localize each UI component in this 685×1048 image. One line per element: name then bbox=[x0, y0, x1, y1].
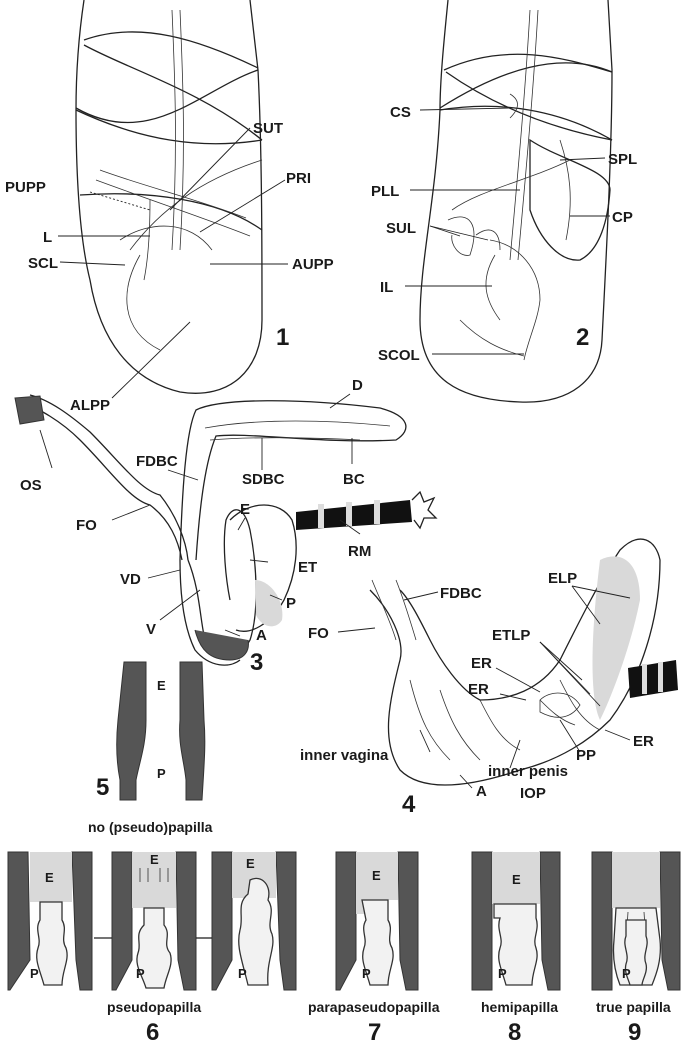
fig1-label-pri: PRI bbox=[286, 170, 311, 187]
fig3-label-e: E bbox=[240, 501, 250, 518]
fig3-label-fo: FO bbox=[76, 517, 97, 534]
fig2-label-sul: SUL bbox=[386, 220, 416, 237]
fig4-label-er2: ER bbox=[468, 681, 489, 698]
fig3-label-v: V bbox=[146, 621, 156, 638]
fig2-label-pll: PLL bbox=[371, 183, 399, 200]
fig9-caption: true papilla bbox=[596, 999, 671, 1015]
fig9-schema bbox=[592, 852, 680, 990]
fig8-label-e: E bbox=[512, 872, 521, 887]
fig9-number: 9 bbox=[628, 1019, 641, 1046]
fig6-schema-c bbox=[212, 852, 296, 990]
fig3-label-d: D bbox=[352, 377, 363, 394]
fig2-label-scol: SCOL bbox=[378, 347, 420, 364]
fig1-label-sut: SUT bbox=[253, 120, 283, 137]
fig1-shell-drawing bbox=[76, 0, 262, 393]
fig2-number: 2 bbox=[576, 324, 589, 351]
fig6-label-p1: P bbox=[30, 966, 39, 981]
fig3-label-a: A bbox=[256, 627, 267, 644]
fig6-label-p2: P bbox=[136, 966, 145, 981]
fig5-caption: no (pseudo)papilla bbox=[88, 819, 213, 835]
fig7-number: 7 bbox=[368, 1019, 381, 1046]
fig1-label-l: L bbox=[43, 229, 52, 246]
fig2-label-cp: CP bbox=[612, 209, 633, 226]
fig4-label-etlp: ETLP bbox=[492, 627, 530, 644]
fig3-number: 3 bbox=[250, 649, 263, 676]
fig4-label-fdbc: FDBC bbox=[440, 585, 482, 602]
fig1-label-aupp: AUPP bbox=[292, 256, 334, 273]
fig2-label-il: IL bbox=[380, 279, 393, 296]
fig4-label-inner-penis: inner penis bbox=[488, 763, 568, 780]
fig1-leader-lines bbox=[58, 128, 288, 398]
fig8-number: 8 bbox=[508, 1019, 521, 1046]
fig1-label-scl: SCL bbox=[28, 255, 58, 272]
fig6-label-e3: E bbox=[246, 856, 255, 871]
fig4-label-er3: ER bbox=[633, 733, 654, 750]
fig3-label-vd: VD bbox=[120, 571, 141, 588]
fig2-label-spl: SPL bbox=[608, 151, 637, 168]
fig6-label-e2: E bbox=[150, 852, 159, 867]
fig6-schema-b bbox=[112, 852, 196, 990]
fig5-label-p: P bbox=[157, 766, 166, 781]
fig4-number: 4 bbox=[402, 791, 416, 818]
fig4-anatomy-drawing bbox=[370, 539, 678, 785]
fig4-label-fo: FO bbox=[308, 625, 329, 642]
fig3-label-fdbc: FDBC bbox=[136, 453, 178, 470]
fig4-label-inner-vagina: inner vagina bbox=[300, 747, 389, 764]
fig8-caption: hemipapilla bbox=[481, 999, 558, 1015]
fig7-label-p: P bbox=[362, 966, 371, 981]
fig5-number: 5 bbox=[96, 774, 109, 801]
fig1-number: 1 bbox=[276, 324, 289, 351]
fig3-label-os: OS bbox=[20, 477, 42, 494]
fig2-leader-lines bbox=[405, 108, 610, 354]
fig4-label-iop: IOP bbox=[520, 785, 546, 802]
fig6-label-e1: E bbox=[45, 870, 54, 885]
fig7-caption: parapaseudopapilla bbox=[308, 999, 440, 1015]
fig4-label-a: A bbox=[476, 783, 487, 800]
fig3-label-et: ET bbox=[298, 559, 317, 576]
fig6-number: 6 bbox=[146, 1019, 159, 1046]
fig3-label-bc: BC bbox=[343, 471, 365, 488]
fig6-caption: pseudopapilla bbox=[107, 999, 201, 1015]
fig3-label-sdbc: SDBC bbox=[242, 471, 285, 488]
fig4-label-elp: ELP bbox=[548, 570, 577, 587]
fig1-label-pupp: PUPP bbox=[5, 179, 46, 196]
fig4-label-pp: PP bbox=[576, 747, 596, 764]
fig9-label-p: P bbox=[622, 966, 631, 981]
fig6-label-p3: P bbox=[238, 966, 247, 981]
fig4-label-er1: ER bbox=[471, 655, 492, 672]
fig1-label-alpp: ALPP bbox=[70, 397, 110, 414]
fig5-label-e: E bbox=[157, 678, 166, 693]
fig3-label-p: P bbox=[286, 595, 296, 612]
fig3-label-rm: RM bbox=[348, 543, 371, 560]
fig8-label-p: P bbox=[498, 966, 507, 981]
fig2-label-cs: CS bbox=[390, 104, 411, 121]
fig7-label-e: E bbox=[372, 868, 381, 883]
